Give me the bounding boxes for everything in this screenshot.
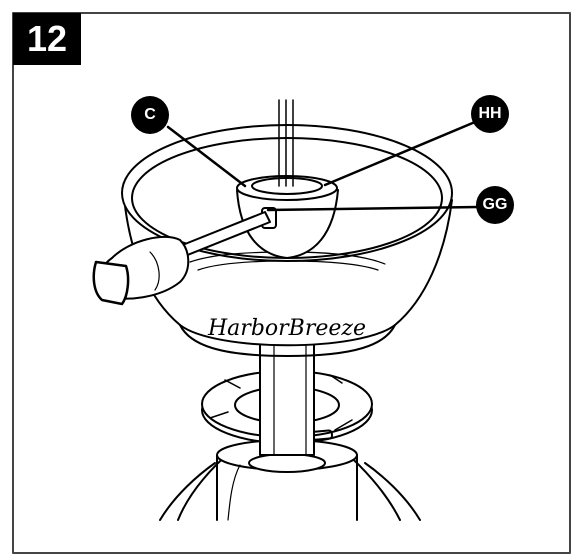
callout-leaders — [166, 120, 480, 212]
callout-hh: HH — [471, 95, 509, 133]
motor-housing — [159, 439, 421, 521]
step-number-badge: 12 — [13, 13, 81, 65]
hanger-ball — [236, 175, 339, 259]
brand-logo: HarborBreeze — [207, 316, 366, 341]
screwdriver — [92, 211, 271, 306]
callout-gg: GG — [476, 186, 514, 224]
callout-c: C — [131, 96, 169, 134]
lead-wires — [278, 99, 294, 187]
